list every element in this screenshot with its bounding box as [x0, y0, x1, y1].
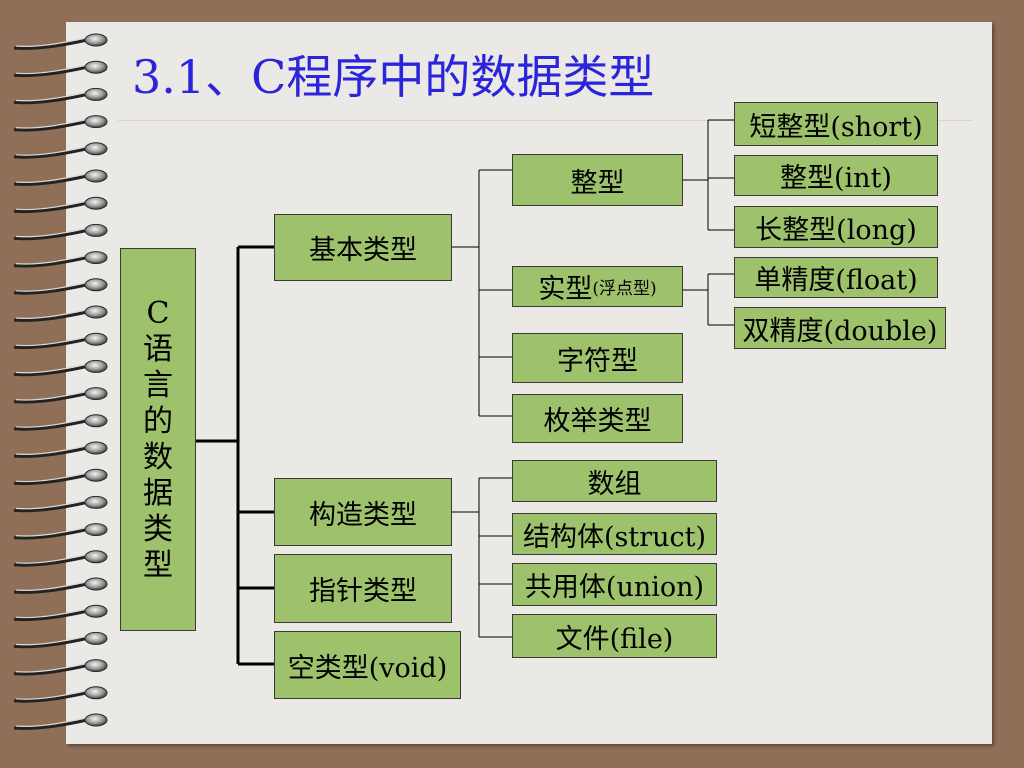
node-double: 双精度(double)	[734, 307, 946, 349]
spiral-ring-knob	[84, 332, 108, 346]
spiral-ring-knob	[84, 305, 108, 319]
spiral-ring-knob	[84, 359, 108, 373]
title-divider	[118, 120, 972, 121]
spiral-ring-knob	[84, 169, 108, 183]
spiral-ring-knob	[84, 87, 108, 101]
node-real: 实型(浮点型)	[512, 266, 683, 307]
spiral-ring-knob	[84, 713, 108, 727]
node-long: 长整型(long)	[734, 206, 938, 248]
node-array: 数组	[512, 460, 717, 502]
spiral-ring-knob	[84, 142, 108, 156]
spiral-ring-knob	[84, 278, 108, 292]
spiral-ring-knob	[84, 441, 108, 455]
spiral-ring-knob	[84, 523, 108, 537]
node-basic-types: 基本类型	[274, 214, 452, 281]
spiral-ring-knob	[84, 414, 108, 428]
node-union: 共用体(union)	[512, 563, 717, 606]
root-char: 言	[143, 367, 173, 403]
node-enum: 枚举类型	[512, 394, 683, 443]
spiral-ring-knob	[84, 251, 108, 265]
spiral-ring-knob	[84, 387, 108, 401]
spiral-ring-knob	[84, 33, 108, 47]
spiral-ring-knob	[84, 60, 108, 74]
node-char: 字符型	[512, 333, 683, 383]
root-char: 数	[143, 439, 173, 475]
root-char: 的	[143, 403, 173, 439]
node-integer: 整型	[512, 154, 683, 206]
spiral-ring-knob	[84, 223, 108, 237]
node-struct: 结构体(struct)	[512, 513, 717, 555]
root-char: 类	[143, 511, 173, 547]
root-char: 语	[143, 331, 173, 367]
spiral-ring-knob	[84, 495, 108, 509]
root-char: 型	[143, 547, 173, 583]
spiral-ring-knob	[84, 468, 108, 482]
spiral-ring-knob	[84, 659, 108, 673]
node-pointer-types: 指针类型	[274, 554, 452, 623]
node-void-type: 空类型(void)	[274, 631, 461, 699]
node-float: 单精度(float)	[734, 257, 938, 298]
spiral-ring-knob	[84, 604, 108, 618]
slide-title: 3.1、C程序中的数据类型	[132, 50, 655, 104]
node-file: 文件(file)	[512, 614, 717, 658]
node-real-note: (浮点型)	[592, 279, 657, 299]
spiral-ring-knob	[84, 550, 108, 564]
spiral-ring-knob	[84, 115, 108, 129]
spiral-ring-knob	[84, 577, 108, 591]
node-short: 短整型(short)	[734, 102, 938, 146]
spiral-ring-knob	[84, 631, 108, 645]
root-char: 据	[143, 475, 173, 511]
spiral-ring-knob	[84, 686, 108, 700]
spiral-ring-knob	[84, 196, 108, 210]
spiral-binding	[13, 33, 108, 730]
root-char: C	[146, 295, 170, 331]
node-constructed-types: 构造类型	[274, 478, 452, 546]
root-node-c-data-types: C 语 言 的 数 据 类 型	[120, 248, 196, 631]
node-int: 整型(int)	[734, 155, 938, 196]
